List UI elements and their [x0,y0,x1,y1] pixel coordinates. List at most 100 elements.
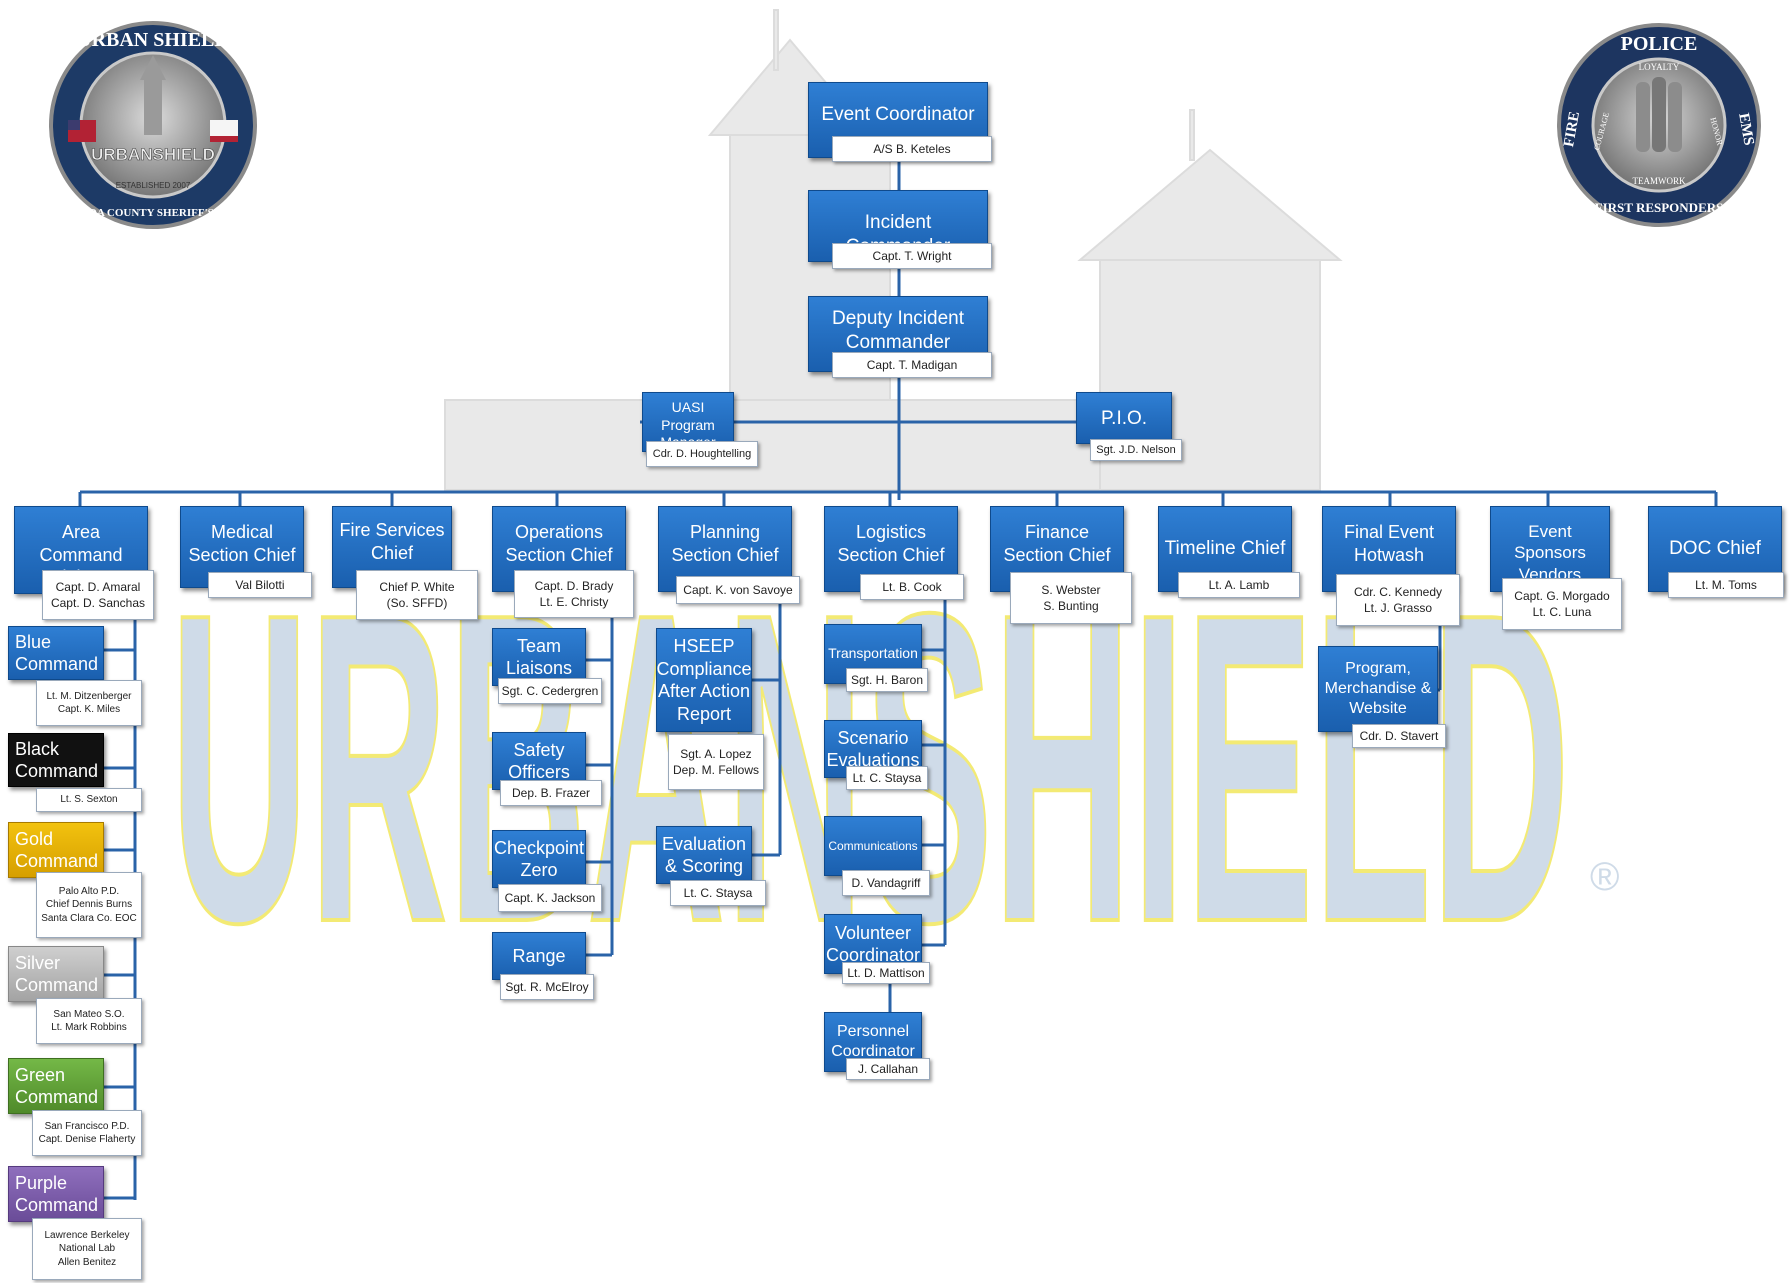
person-name: Lawrence Berkeley National Lab [44,1229,130,1255]
node-title: Event Coordinator [821,104,975,125]
node-title: Finance Section Chief [1003,522,1111,565]
person-name: Lt. E. Christy [539,595,609,609]
communications-label: D. Vandagriff [842,870,930,896]
uasi-program-manager-label: Cdr. D. Houghtelling [646,441,758,467]
fire-services-chief-label: Chief P. White(So. SFFD) [356,570,478,620]
node-title: Gold Command [15,828,99,872]
person-name: Dep. B. Frazer [511,785,591,800]
evaluation-scoring-label: Lt. C. Staysa [670,880,766,906]
hseep-box: HSEEP Compliance After Action Report [656,628,752,732]
node-title: Volunteer Coordinator [825,922,921,966]
seal-left-ring-text: URBAN SHIELD [77,29,229,51]
person-name: Capt. T. Wright [872,248,952,263]
logistics-section-chief-label: Lt. B. Cook [860,574,964,600]
silver-command-box: Silver Command [8,946,104,1002]
person-name: Sgt. J.D. Nelson [1096,443,1176,456]
node-title: Communications [828,838,918,853]
person-name: Lt. C. Staysa [683,885,753,900]
black-command-box: Black Command [8,733,104,787]
person-name: Lt. B. Cook [882,579,942,594]
node-title: P.I.O. [1100,408,1148,429]
person-name: Lt. J. Grasso [1363,601,1433,615]
safety-officers-label: Dep. B. Frazer [500,780,602,806]
node-title: Logistics Section Chief [837,522,945,565]
volunteer-coordinator-label: Lt. D. Mattison [842,962,930,984]
person-name: Capt. K. von Savoye [683,582,793,597]
seal-right-inner-top: LOYALTY [1639,62,1680,72]
person-name: Lt. S. Sexton [60,794,118,806]
team-liaisons-label: Sgt. C. Cedergren [498,678,602,704]
node-title: Checkpoint Zero [493,837,585,881]
person-name: Lt. Mark Robbins [51,1022,127,1033]
person-name: Capt. T. Madigan [866,357,958,372]
person-name: Capt. K. Jackson [504,890,596,905]
person-name: Lt. D. Mattison [847,965,925,980]
person-name: Lt. C. Staysa [852,770,922,785]
node-title: Planning Section Chief [671,522,779,565]
person-name: San Francisco P.D. [44,1120,130,1132]
node-title: Silver Command [15,952,99,996]
person-name: Lt. A. Lamb [1208,577,1270,592]
personnel-coordinator-label: J. Callahan [846,1058,930,1080]
person-name: Sgt. R. McElroy [505,979,589,994]
green-command-label: San Francisco P.D. Capt. Denise Flaherty [32,1110,142,1156]
person-name: Cdr. D. Stavert [1359,728,1439,743]
person-name: Capt. D. Amaral [55,579,141,594]
node-title: Medical Section Chief [188,522,296,565]
team-liaisons-box: Team Liaisons [492,628,586,686]
person-name: San Mateo S.O. [53,1008,125,1020]
first-responders-seal: POLICE FIRE EMS LOYALTY COURAGE HONOR TE… [1557,23,1761,227]
person-name: Val Bilotti [235,577,285,592]
node-title: Green Command [15,1064,99,1108]
range-label: Sgt. R. McElroy [500,974,594,1000]
node-title: Safety Officers [508,739,570,783]
registered-mark: ® [1590,855,1619,899]
person-name: Capt. D. Brady [534,578,614,593]
timeline-chief-label: Lt. A. Lamb [1178,572,1300,598]
event-coordinator-label: A/S B. Keteles [832,136,992,162]
seal-left-inner-text: URBANSHIELD [91,145,215,164]
doc-chief-label: Lt. M. Toms [1668,572,1784,598]
silver-command-label: San Mateo S.O. Lt. Mark Robbins [36,998,142,1044]
evaluation-scoring-box: Evaluation & Scoring [656,826,752,884]
node-title: Operations Section Chief [505,522,613,565]
person-name: S. Bunting [1043,599,1099,613]
node-title: Final Event Hotwash [1343,522,1435,565]
node-title: Personnel Coordinator [831,1023,915,1060]
person-name: Capt. K. Miles [57,704,121,715]
person-name: Palo Alto P.D. [58,885,120,897]
transportation-label: Sgt. H. Baron [846,668,928,692]
seal-right-top: POLICE [1621,33,1698,55]
node-title: Transportation [828,645,918,662]
checkpoint-zero-box: Checkpoint Zero [492,830,586,888]
seal-left-established: ESTABLISHED 2007 [116,181,191,190]
node-title: Fire Services Chief [339,520,445,563]
deputy-incident-commander-label: Capt. T. Madigan [832,352,992,378]
person-name: Sgt. H. Baron [850,672,924,687]
medical-section-chief-label: Val Bilotti [208,572,312,598]
seal-right-left: FIRE [1561,110,1583,148]
node-title: HSEEP Compliance After Action Report [656,636,752,724]
node-title: DOC Chief [1669,538,1761,560]
scenario-evaluations-label: Lt. C. Staysa [846,766,928,790]
program-merchandise-website-box: Program, Merchandise & Website [1318,646,1438,732]
gold-command-box: Gold Command [8,822,104,878]
node-title: Black Command [15,738,99,782]
incident-commander-label: Capt. T. Wright [832,243,992,269]
person-name: (So. SFFD) [386,596,448,610]
seal-right-right: EMS [1735,112,1756,147]
person-name: Capt. Denise Flaherty [38,1134,136,1145]
pio-box: P.I.O. [1076,392,1172,444]
black-command-label: Lt. S. Sexton [36,788,142,812]
person-name: Lt. C. Luna [1532,605,1592,619]
urban-shield-sheriff-seal: URBAN SHIELD URBANSHIELD ESTABLISHED 200… [48,21,258,229]
node-title: Blue Command [15,631,99,675]
green-command-box: Green Command [8,1058,104,1114]
person-name: J. Callahan [857,1061,919,1076]
